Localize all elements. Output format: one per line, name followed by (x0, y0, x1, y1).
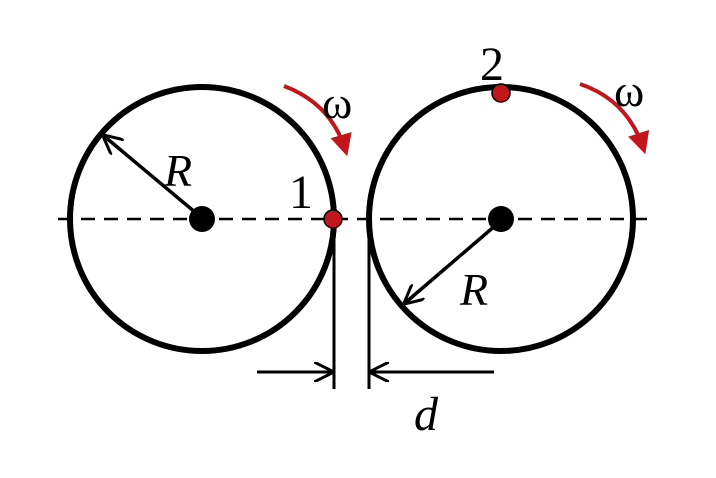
rotation-arrow-right (579, 82, 650, 155)
omega-left-label: ω (322, 77, 352, 128)
radius-left-label: R (163, 145, 192, 196)
right-radius-arrow (405, 223, 498, 303)
left-radius-arrow (104, 136, 198, 215)
point-2-label: 2 (480, 38, 504, 91)
radius-right-label: R (459, 264, 488, 315)
point-2-marker (491, 83, 511, 103)
omega-right-label: ω (614, 65, 644, 116)
point-1-marker (323, 209, 343, 229)
point-1-label: 1 (289, 166, 313, 219)
gap-label: d (414, 388, 439, 441)
rotation-arrow-left (283, 84, 352, 157)
